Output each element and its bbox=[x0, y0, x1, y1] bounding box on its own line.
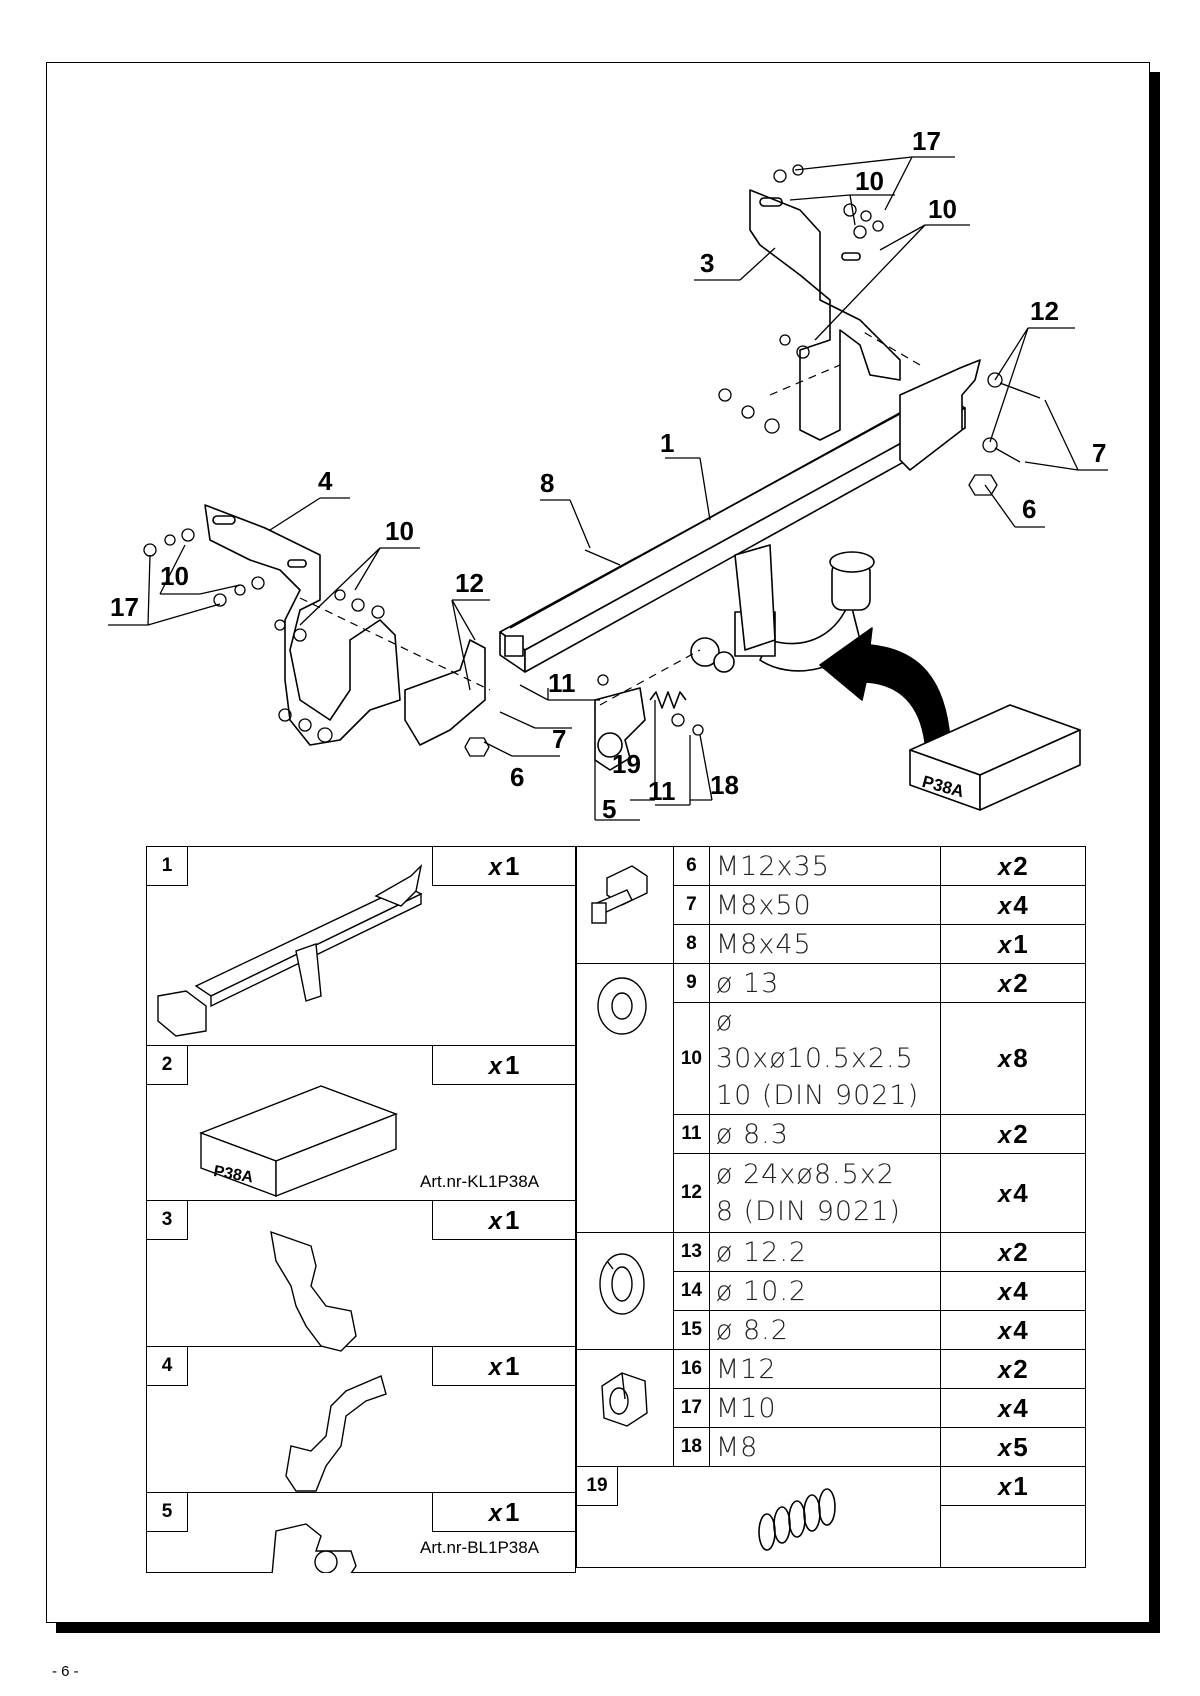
row-quantity: x5 bbox=[939, 1427, 1087, 1467]
item-number: 2 bbox=[146, 1045, 188, 1085]
callout-label: 11 bbox=[548, 668, 576, 698]
callout-label: 10 bbox=[160, 561, 189, 591]
callout-label: 12 bbox=[1030, 296, 1059, 326]
socket-plate-part bbox=[594, 687, 646, 771]
callout-label: 10 bbox=[928, 194, 957, 224]
row-number: 16 bbox=[672, 1349, 710, 1389]
page-number: - 6 - bbox=[52, 1663, 79, 1680]
callout-label: 3 bbox=[700, 248, 714, 278]
row-number: 7 bbox=[672, 885, 710, 925]
spring-part bbox=[649, 691, 687, 709]
nut-illustration-cell bbox=[576, 1349, 674, 1467]
callout-label: 7 bbox=[552, 724, 566, 754]
frame-shadow-right bbox=[1150, 72, 1160, 1633]
row-number: 15 bbox=[672, 1310, 710, 1350]
row-number: 11 bbox=[672, 1114, 710, 1154]
callout-label: 5 bbox=[602, 794, 616, 824]
assembly-arrow bbox=[819, 627, 951, 743]
washer-illustration-cell bbox=[576, 963, 674, 1233]
row-description: M10 bbox=[708, 1388, 941, 1428]
row-quantity: x4 bbox=[939, 1388, 1087, 1428]
left-table-illustrations: P38A bbox=[157, 863, 423, 1573]
row-description: M12 bbox=[708, 1349, 941, 1389]
row-quantity: x2 bbox=[939, 1349, 1087, 1389]
fasteners bbox=[143, 164, 1041, 757]
row-quantity: x4 bbox=[939, 1310, 1087, 1350]
callout-label: 4 bbox=[318, 466, 333, 496]
row-description: M12x35 bbox=[708, 846, 941, 886]
bolt-illustration-cell bbox=[576, 846, 674, 964]
row-quantity: x2 bbox=[939, 963, 1087, 1003]
callout-label: 10 bbox=[855, 166, 884, 196]
row-description: ø 8.3 bbox=[708, 1114, 941, 1154]
row-number: 12 bbox=[672, 1153, 710, 1233]
right-fasteners-table: 6 M12x35 x2 7 M8x50 x4 8 M8x45 x1 9 ø 13… bbox=[576, 846, 1087, 1568]
crossbar-part bbox=[499, 387, 966, 673]
callout-label: 19 bbox=[612, 749, 641, 779]
row-description: M8x45 bbox=[708, 924, 941, 964]
row-number: 13 bbox=[672, 1232, 710, 1272]
svg-text:P38A: P38A bbox=[212, 1163, 255, 1187]
row-quantity: x1 bbox=[939, 1466, 1087, 1568]
row-number: 9 bbox=[672, 963, 710, 1003]
row-description: M8x50 bbox=[708, 885, 941, 925]
spring-row: 19 bbox=[576, 1466, 941, 1568]
frame-shadow-bottom bbox=[56, 1623, 1160, 1633]
callout-label: 12 bbox=[455, 568, 484, 598]
row-number: 19 bbox=[577, 1467, 618, 1506]
row-number: 18 bbox=[672, 1427, 710, 1467]
row-quantity: x1 bbox=[939, 924, 1087, 964]
row-quantity: x4 bbox=[939, 1271, 1087, 1311]
package-box-drawing bbox=[909, 704, 1081, 811]
row-quantity: x2 bbox=[939, 846, 1087, 886]
row-quantity: x8 bbox=[939, 1002, 1087, 1115]
item-number: 4 bbox=[146, 1346, 188, 1386]
row-quantity: x2 bbox=[939, 1114, 1087, 1154]
row-number: 14 bbox=[672, 1271, 710, 1311]
row-number: 8 bbox=[672, 924, 710, 964]
article-number: Art.nr-KL1P38A bbox=[420, 1172, 540, 1191]
spring-washer-illustration-cell bbox=[576, 1232, 674, 1350]
row-number: 10 bbox=[672, 1002, 710, 1115]
callout-label: 17 bbox=[912, 126, 941, 156]
callout-label: 6 bbox=[1022, 494, 1036, 524]
row-description: ø 13 bbox=[708, 963, 941, 1003]
item-number: 1 bbox=[146, 846, 188, 886]
row-quantity: x2 bbox=[939, 1232, 1087, 1272]
callout-label: 18 bbox=[710, 770, 739, 800]
row-description: ø 10.2 bbox=[708, 1271, 941, 1311]
row-number: 6 bbox=[672, 846, 710, 886]
row-quantity: x4 bbox=[939, 1153, 1087, 1233]
item-number: 3 bbox=[146, 1200, 188, 1240]
row-description: M8 bbox=[708, 1427, 941, 1467]
callout-label: 7 bbox=[1092, 438, 1106, 468]
callout-label: 17 bbox=[110, 592, 139, 622]
row-description: ø 8.2 bbox=[708, 1310, 941, 1350]
spring-icon bbox=[758, 1488, 836, 1551]
bracket-left-part bbox=[204, 504, 401, 746]
row-description: ø 12.2 bbox=[708, 1232, 941, 1272]
callout-label: 11 bbox=[648, 776, 676, 806]
bracket-right-part bbox=[749, 189, 901, 441]
item-number: 5 bbox=[146, 1492, 188, 1532]
callout-label: 10 bbox=[385, 516, 414, 546]
callout-label: 6 bbox=[510, 762, 524, 792]
row-quantity: x4 bbox=[939, 885, 1087, 925]
callout-label: 8 bbox=[540, 468, 554, 498]
callout-label: 1 bbox=[660, 428, 674, 458]
tow-ball-part bbox=[690, 544, 875, 673]
article-number: Art.nr-BL1P38A bbox=[420, 1538, 540, 1557]
row-number: 17 bbox=[672, 1388, 710, 1428]
